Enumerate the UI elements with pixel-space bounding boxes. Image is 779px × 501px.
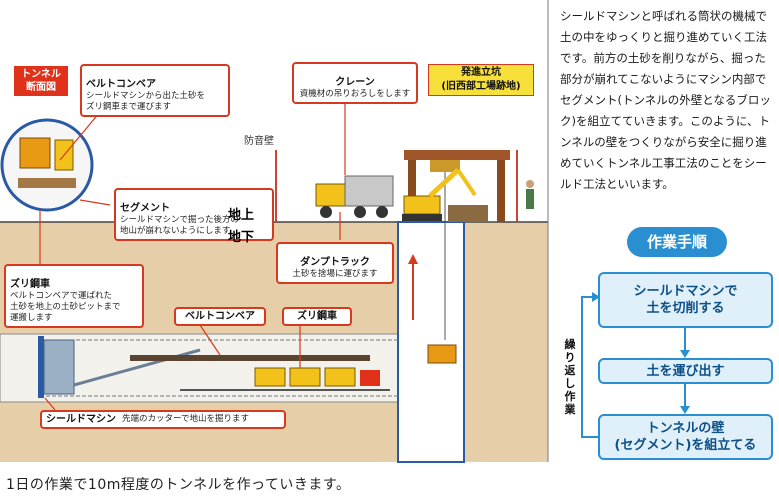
- repeat-loop: [581, 296, 598, 438]
- tunnel-cross-section: [0, 118, 94, 212]
- shield-body: 先端のカッターで地山を掘ります: [122, 414, 249, 424]
- excavator: [402, 168, 477, 221]
- noise-wall-label: 防音壁: [244, 136, 274, 147]
- ground-above-label: 地上: [228, 208, 255, 223]
- crane-callout: クレーン資機材の吊りおろしをします: [292, 62, 418, 104]
- launch-shaft: [397, 221, 465, 463]
- dump-truck-title: ダンプトラック: [300, 257, 370, 268]
- flow-arrow-2-head: [680, 406, 690, 414]
- flow-arrow-1-head: [680, 350, 690, 358]
- zuri-car-body: ベルトコンベアで運ばれた 土砂を地上の土砂ピットまで 運搬します: [10, 291, 121, 323]
- segment-title: セグメント: [120, 203, 170, 214]
- tunnel-belt-conveyor: [130, 355, 370, 361]
- tunnel-belt-callout: ベルトコンベア: [174, 307, 266, 326]
- step-2: 土を運び出す: [598, 358, 773, 384]
- crane-leg-right: [497, 155, 505, 222]
- segment-callout: セグメントシールドマシンで掘った後方の 地山が崩れないようにします: [114, 188, 274, 241]
- tunnel-belt-title: ベルトコンベア: [185, 311, 255, 322]
- dump-truck-callout: ダンプトラック土砂を捨場に運びます: [276, 242, 394, 284]
- shield-machine: [38, 336, 201, 398]
- shield-title: シールドマシン: [46, 414, 116, 425]
- zuri-car-callout: ズリ鋼車ベルトコンベアで運ばれた 土砂を地上の土砂ピットまで 運搬します: [4, 264, 144, 328]
- crane-beam: [404, 150, 510, 160]
- zuri-car-title: ズリ鋼車: [10, 279, 50, 290]
- step-1: シールドマシンで 土を切削する: [598, 272, 773, 328]
- shaft-label: 発進立坑 (旧西部工場跡地): [428, 64, 534, 96]
- procedure-title: 作業手順: [627, 227, 727, 257]
- belt-conveyor-title: ベルトコンベア: [86, 79, 156, 90]
- leader-shield: [44, 397, 56, 411]
- tunnel-zuri-callout: ズリ鋼車: [282, 307, 352, 326]
- method-description: シールドマシンと呼ばれる筒状の機械で土の中をゆっくりと掘り進めていく工法です。前…: [560, 9, 771, 191]
- crane-body: 資機材の吊りおろしをします: [299, 89, 411, 99]
- belt-conveyor-callout: ベルトコンベアシールドマシンから出た土砂を ズリ鋼車まで運びます: [80, 64, 230, 117]
- repeat-loop-head: [592, 292, 600, 302]
- leader-belt-tunnel: [199, 324, 221, 356]
- dump-truck-body: 土砂を捨場に運びます: [292, 269, 378, 279]
- worker-surface: [526, 180, 534, 209]
- soil-pit: [448, 205, 488, 222]
- crane-title: クレーン: [335, 77, 375, 88]
- hanging-bucket: [427, 344, 457, 364]
- zuri-cars: [180, 367, 390, 391]
- caption: 1日の作業で10m程度のトンネルを作っていきます。: [6, 477, 351, 493]
- dump-truck: [315, 175, 394, 218]
- shield-callout: シールドマシン先端のカッターで地山を掘ります: [40, 410, 286, 429]
- leader-segment: [79, 199, 111, 206]
- up-arrow-head: [408, 254, 418, 264]
- tunnel-zuri-title: ズリ鋼車: [297, 311, 337, 322]
- step-3: トンネルの壁 (セグメント)を組立てる: [598, 414, 773, 460]
- crane-leg-left: [408, 155, 416, 222]
- repeat-label: 繰り返し作業: [564, 338, 576, 416]
- segment-body: シールドマシンで掘った後方の 地山が崩れないようにします: [120, 215, 240, 236]
- ground-below-label: 地下: [228, 230, 255, 245]
- section-tag: トンネル 断面図: [14, 66, 68, 96]
- belt-conveyor-body: シールドマシンから出た土砂を ズリ鋼車まで運びます: [86, 91, 206, 112]
- crane-hoist: [430, 160, 460, 172]
